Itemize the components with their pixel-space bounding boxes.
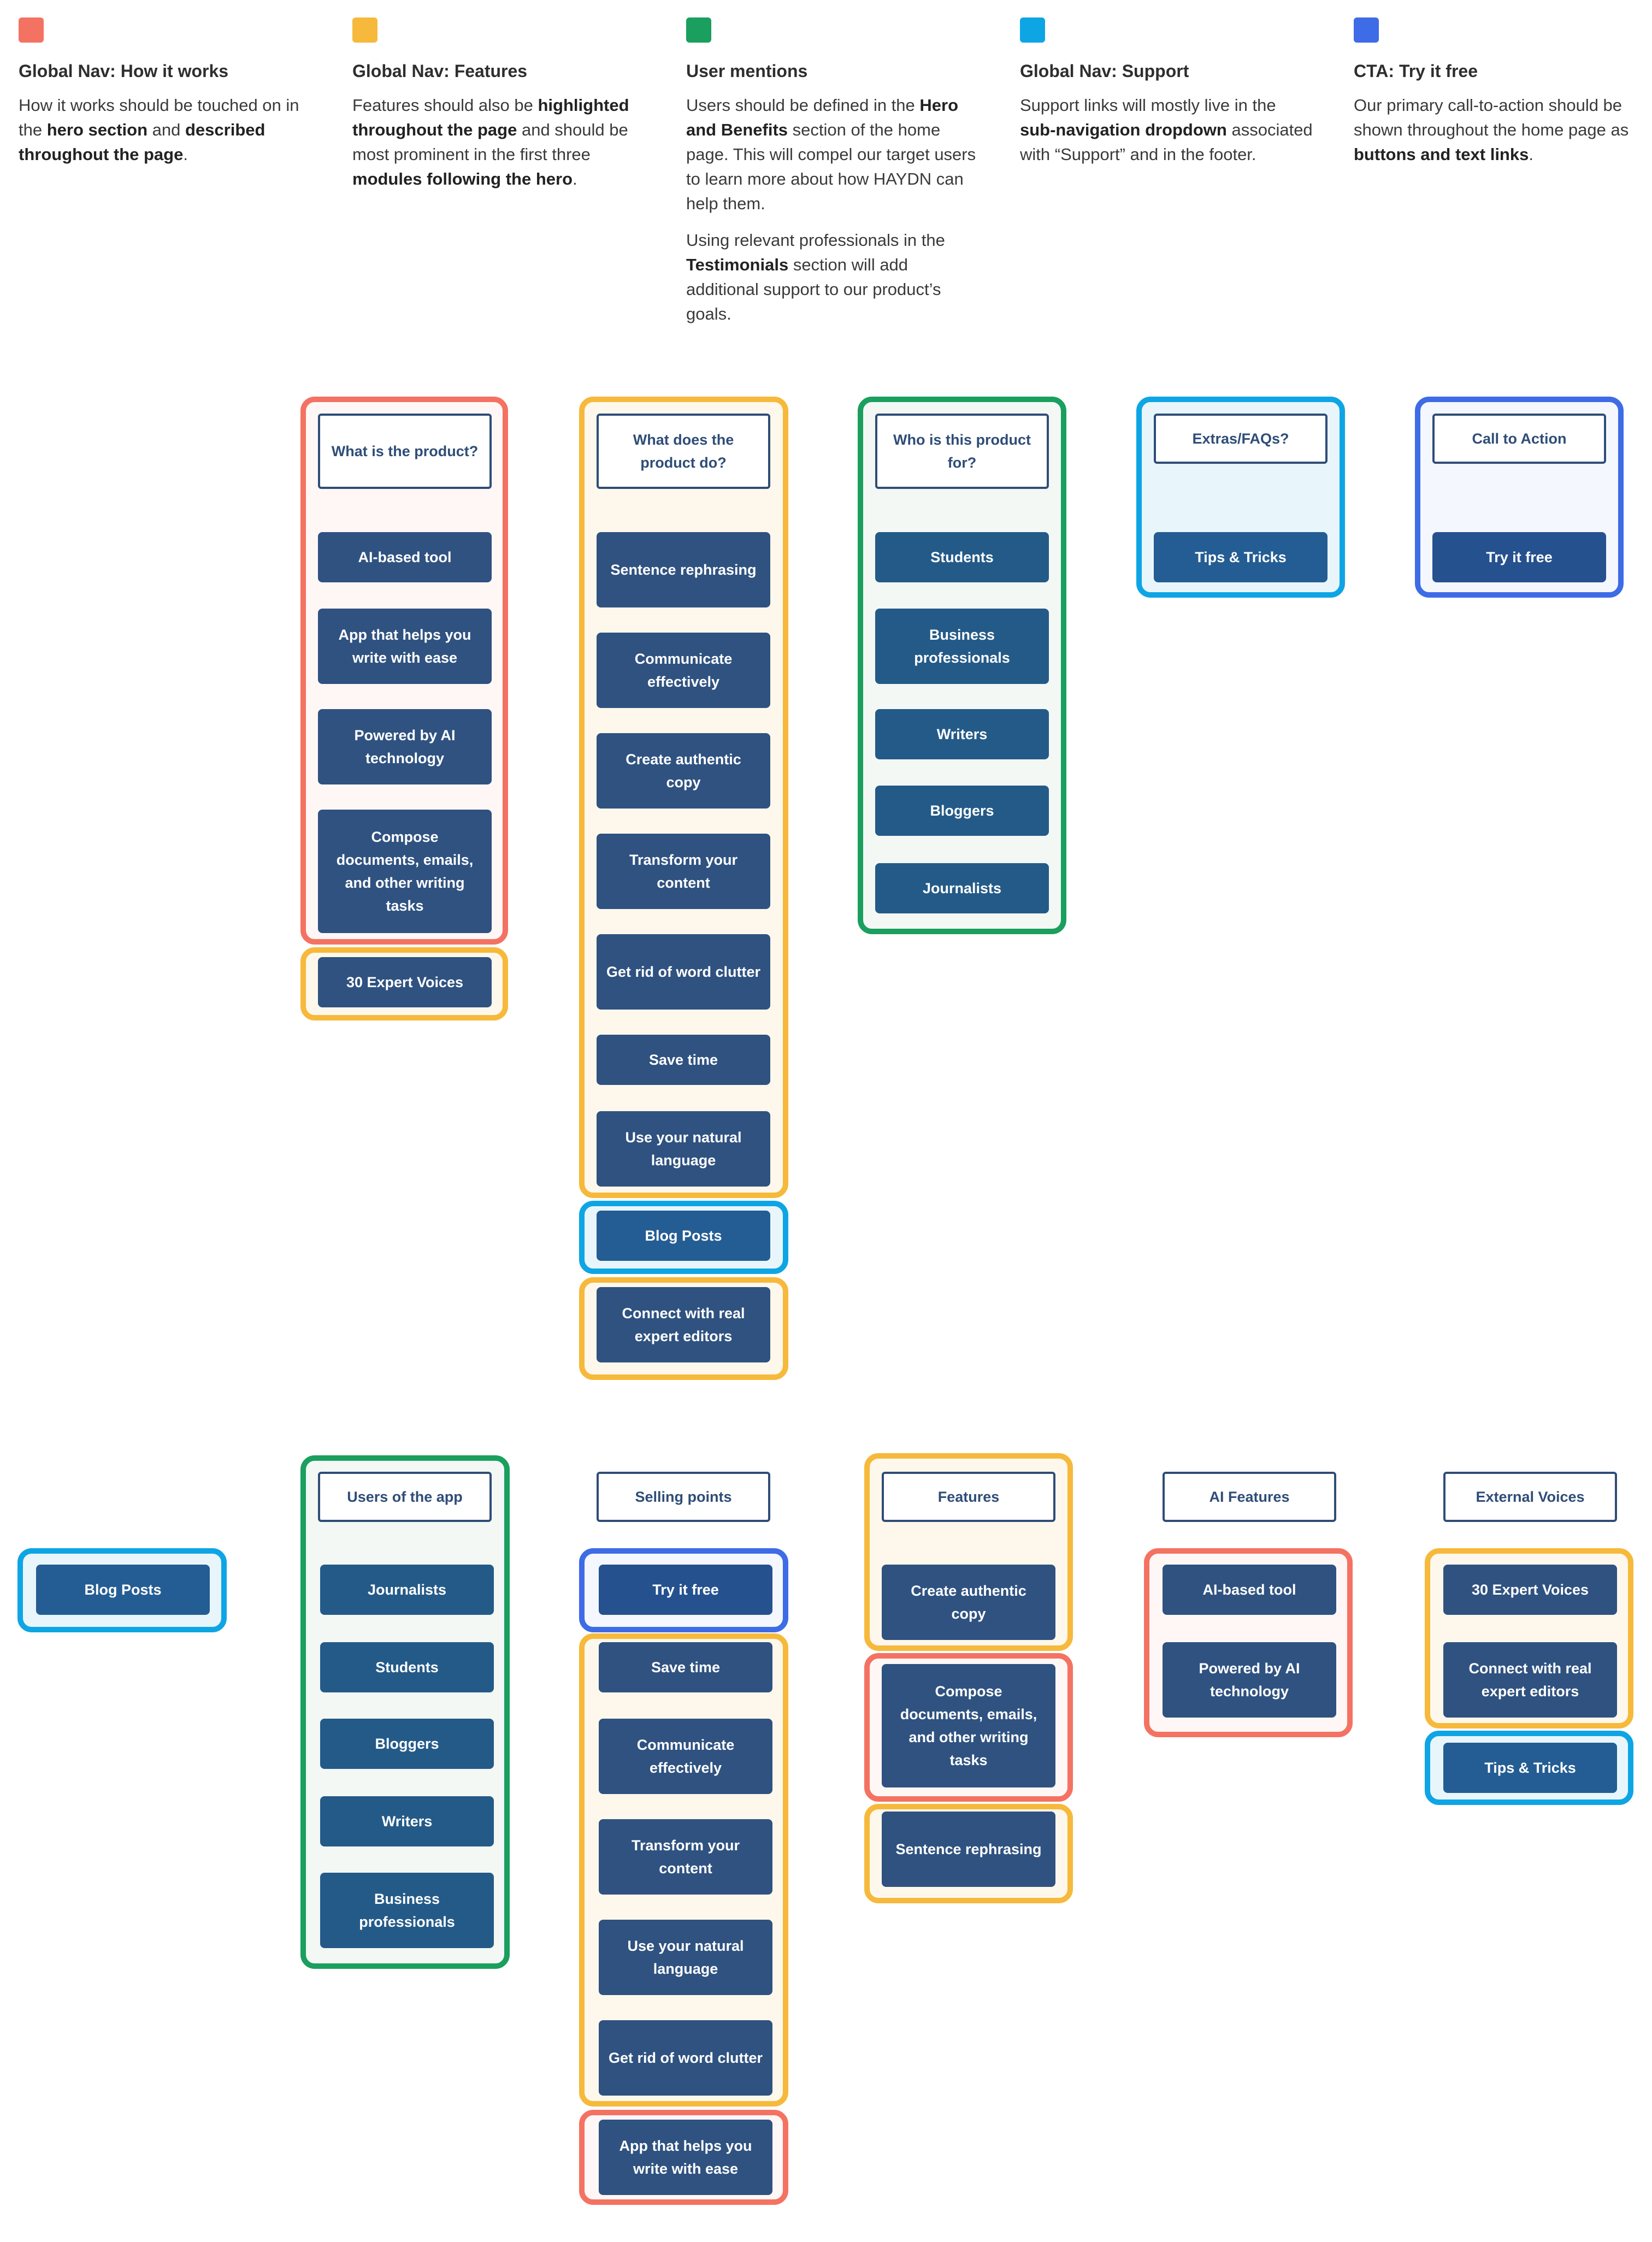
legend-description: How it works should be touched on in the… bbox=[19, 93, 314, 179]
label-selling-points: Selling points bbox=[597, 1472, 770, 1522]
label-what-does-product: What does the product do? bbox=[597, 414, 770, 489]
legend-swatch bbox=[1354, 17, 1379, 43]
legend-paragraph: Using relevant professionals in the Test… bbox=[686, 231, 945, 323]
card-what-does-2[interactable]: Create authentic copy bbox=[597, 733, 770, 809]
card-what-does-4[interactable]: Get rid of word clutter bbox=[597, 934, 770, 1010]
card-external-expert-voices[interactable]: 30 Expert Voices bbox=[1443, 1565, 1617, 1615]
card-try-it-free[interactable]: Try it free bbox=[1432, 532, 1606, 582]
legend-title: CTA: Try it free bbox=[1354, 61, 1478, 81]
card-users-4[interactable]: Business professionals bbox=[320, 1873, 494, 1948]
label-external-voices: External Voices bbox=[1443, 1472, 1617, 1522]
legend-swatch bbox=[1020, 17, 1045, 43]
legend-swatch bbox=[19, 17, 44, 43]
card-who-for-2[interactable]: Writers bbox=[875, 709, 1049, 759]
legend-description: Our primary call-to-action should be sho… bbox=[1354, 93, 1649, 179]
card-selling-4[interactable]: Get rid of word clutter bbox=[599, 2020, 772, 2096]
card-who-for-4[interactable]: Journalists bbox=[875, 863, 1049, 913]
card-what-does-1[interactable]: Communicate effectively bbox=[597, 633, 770, 708]
card-external-editors[interactable]: Connect with real expert editors bbox=[1443, 1642, 1617, 1718]
legend-description: Support links will mostly live in the su… bbox=[1020, 93, 1315, 179]
card-selling-3[interactable]: Use your natural language bbox=[599, 1920, 772, 1995]
legend-description: Users should be defined in the Hero and … bbox=[686, 93, 981, 338]
card-what-does-0[interactable]: Sentence rephrasing bbox=[597, 532, 770, 607]
card-what-is-1[interactable]: App that helps you write with ease bbox=[318, 609, 492, 684]
legend-swatch bbox=[352, 17, 377, 43]
label-users-of-app: Users of the app bbox=[318, 1472, 492, 1522]
card-what-is-2[interactable]: Powered by AI technology bbox=[318, 709, 492, 784]
card-expert-editors[interactable]: Connect with real expert editors bbox=[597, 1287, 770, 1362]
card-what-does-3[interactable]: Transform your content bbox=[597, 834, 770, 909]
card-who-for-3[interactable]: Bloggers bbox=[875, 786, 1049, 836]
label-what-is-product: What is the product? bbox=[318, 414, 492, 489]
card-what-does-5[interactable]: Save time bbox=[597, 1035, 770, 1085]
label-who-for: Who is this product for? bbox=[875, 414, 1049, 489]
card-blog-posts[interactable]: Blog Posts bbox=[597, 1211, 770, 1261]
card-users-1[interactable]: Students bbox=[320, 1642, 494, 1692]
card-users-0[interactable]: Journalists bbox=[320, 1565, 494, 1615]
legend-title: Global Nav: Support bbox=[1020, 61, 1189, 81]
label-ai-features: AI Features bbox=[1163, 1472, 1336, 1522]
legend-title: Global Nav: How it works bbox=[19, 61, 229, 81]
card-ai-powered[interactable]: Powered by AI technology bbox=[1163, 1642, 1336, 1718]
card-feature-rephrasing[interactable]: Sentence rephrasing bbox=[882, 1812, 1055, 1887]
card-what-is-3[interactable]: Compose documents, emails, and other wri… bbox=[318, 810, 492, 933]
label-call-to-action: Call to Action bbox=[1432, 414, 1606, 464]
legend-paragraph: Features should also be highlighted thro… bbox=[352, 96, 629, 188]
card-selling-write-ease[interactable]: App that helps you write with ease bbox=[599, 2120, 772, 2195]
legend-paragraph: How it works should be touched on in the… bbox=[19, 96, 299, 164]
label-extras: Extras/FAQs? bbox=[1154, 414, 1328, 464]
card-who-for-1[interactable]: Business professionals bbox=[875, 609, 1049, 684]
card-users-2[interactable]: Bloggers bbox=[320, 1719, 494, 1769]
legend-paragraph: Our primary call-to-action should be sho… bbox=[1354, 96, 1629, 164]
card-tips-tricks[interactable]: Tips & Tricks bbox=[1154, 532, 1328, 582]
card-feature-compose[interactable]: Compose documents, emails, and other wri… bbox=[882, 1664, 1055, 1787]
card-30-expert-voices[interactable]: 30 Expert Voices bbox=[318, 957, 492, 1007]
card-what-does-6[interactable]: Use your natural language bbox=[597, 1111, 770, 1187]
card-users-3[interactable]: Writers bbox=[320, 1796, 494, 1846]
card-feature-authentic-copy[interactable]: Create authentic copy bbox=[882, 1565, 1055, 1640]
card-selling-try-free[interactable]: Try it free bbox=[599, 1565, 772, 1615]
card-selling-1[interactable]: Communicate effectively bbox=[599, 1719, 772, 1794]
legend-title: Global Nav: Features bbox=[352, 61, 528, 81]
legend-swatch bbox=[686, 17, 711, 43]
card-external-tips[interactable]: Tips & Tricks bbox=[1443, 1743, 1617, 1793]
legend-paragraph: Support links will mostly live in the su… bbox=[1020, 96, 1313, 164]
legend-title: User mentions bbox=[686, 61, 808, 81]
card-blog-posts-bottom[interactable]: Blog Posts bbox=[36, 1565, 210, 1615]
legend-paragraph: Users should be defined in the Hero and … bbox=[686, 96, 976, 213]
label-features: Features bbox=[882, 1472, 1055, 1522]
card-selling-0[interactable]: Save time bbox=[599, 1642, 772, 1692]
card-selling-2[interactable]: Transform your content bbox=[599, 1819, 772, 1895]
card-what-is-0[interactable]: AI-based tool bbox=[318, 532, 492, 582]
card-ai-based-tool[interactable]: AI-based tool bbox=[1163, 1565, 1336, 1615]
card-who-for-0[interactable]: Students bbox=[875, 532, 1049, 582]
legend-description: Features should also be highlighted thro… bbox=[352, 93, 647, 203]
